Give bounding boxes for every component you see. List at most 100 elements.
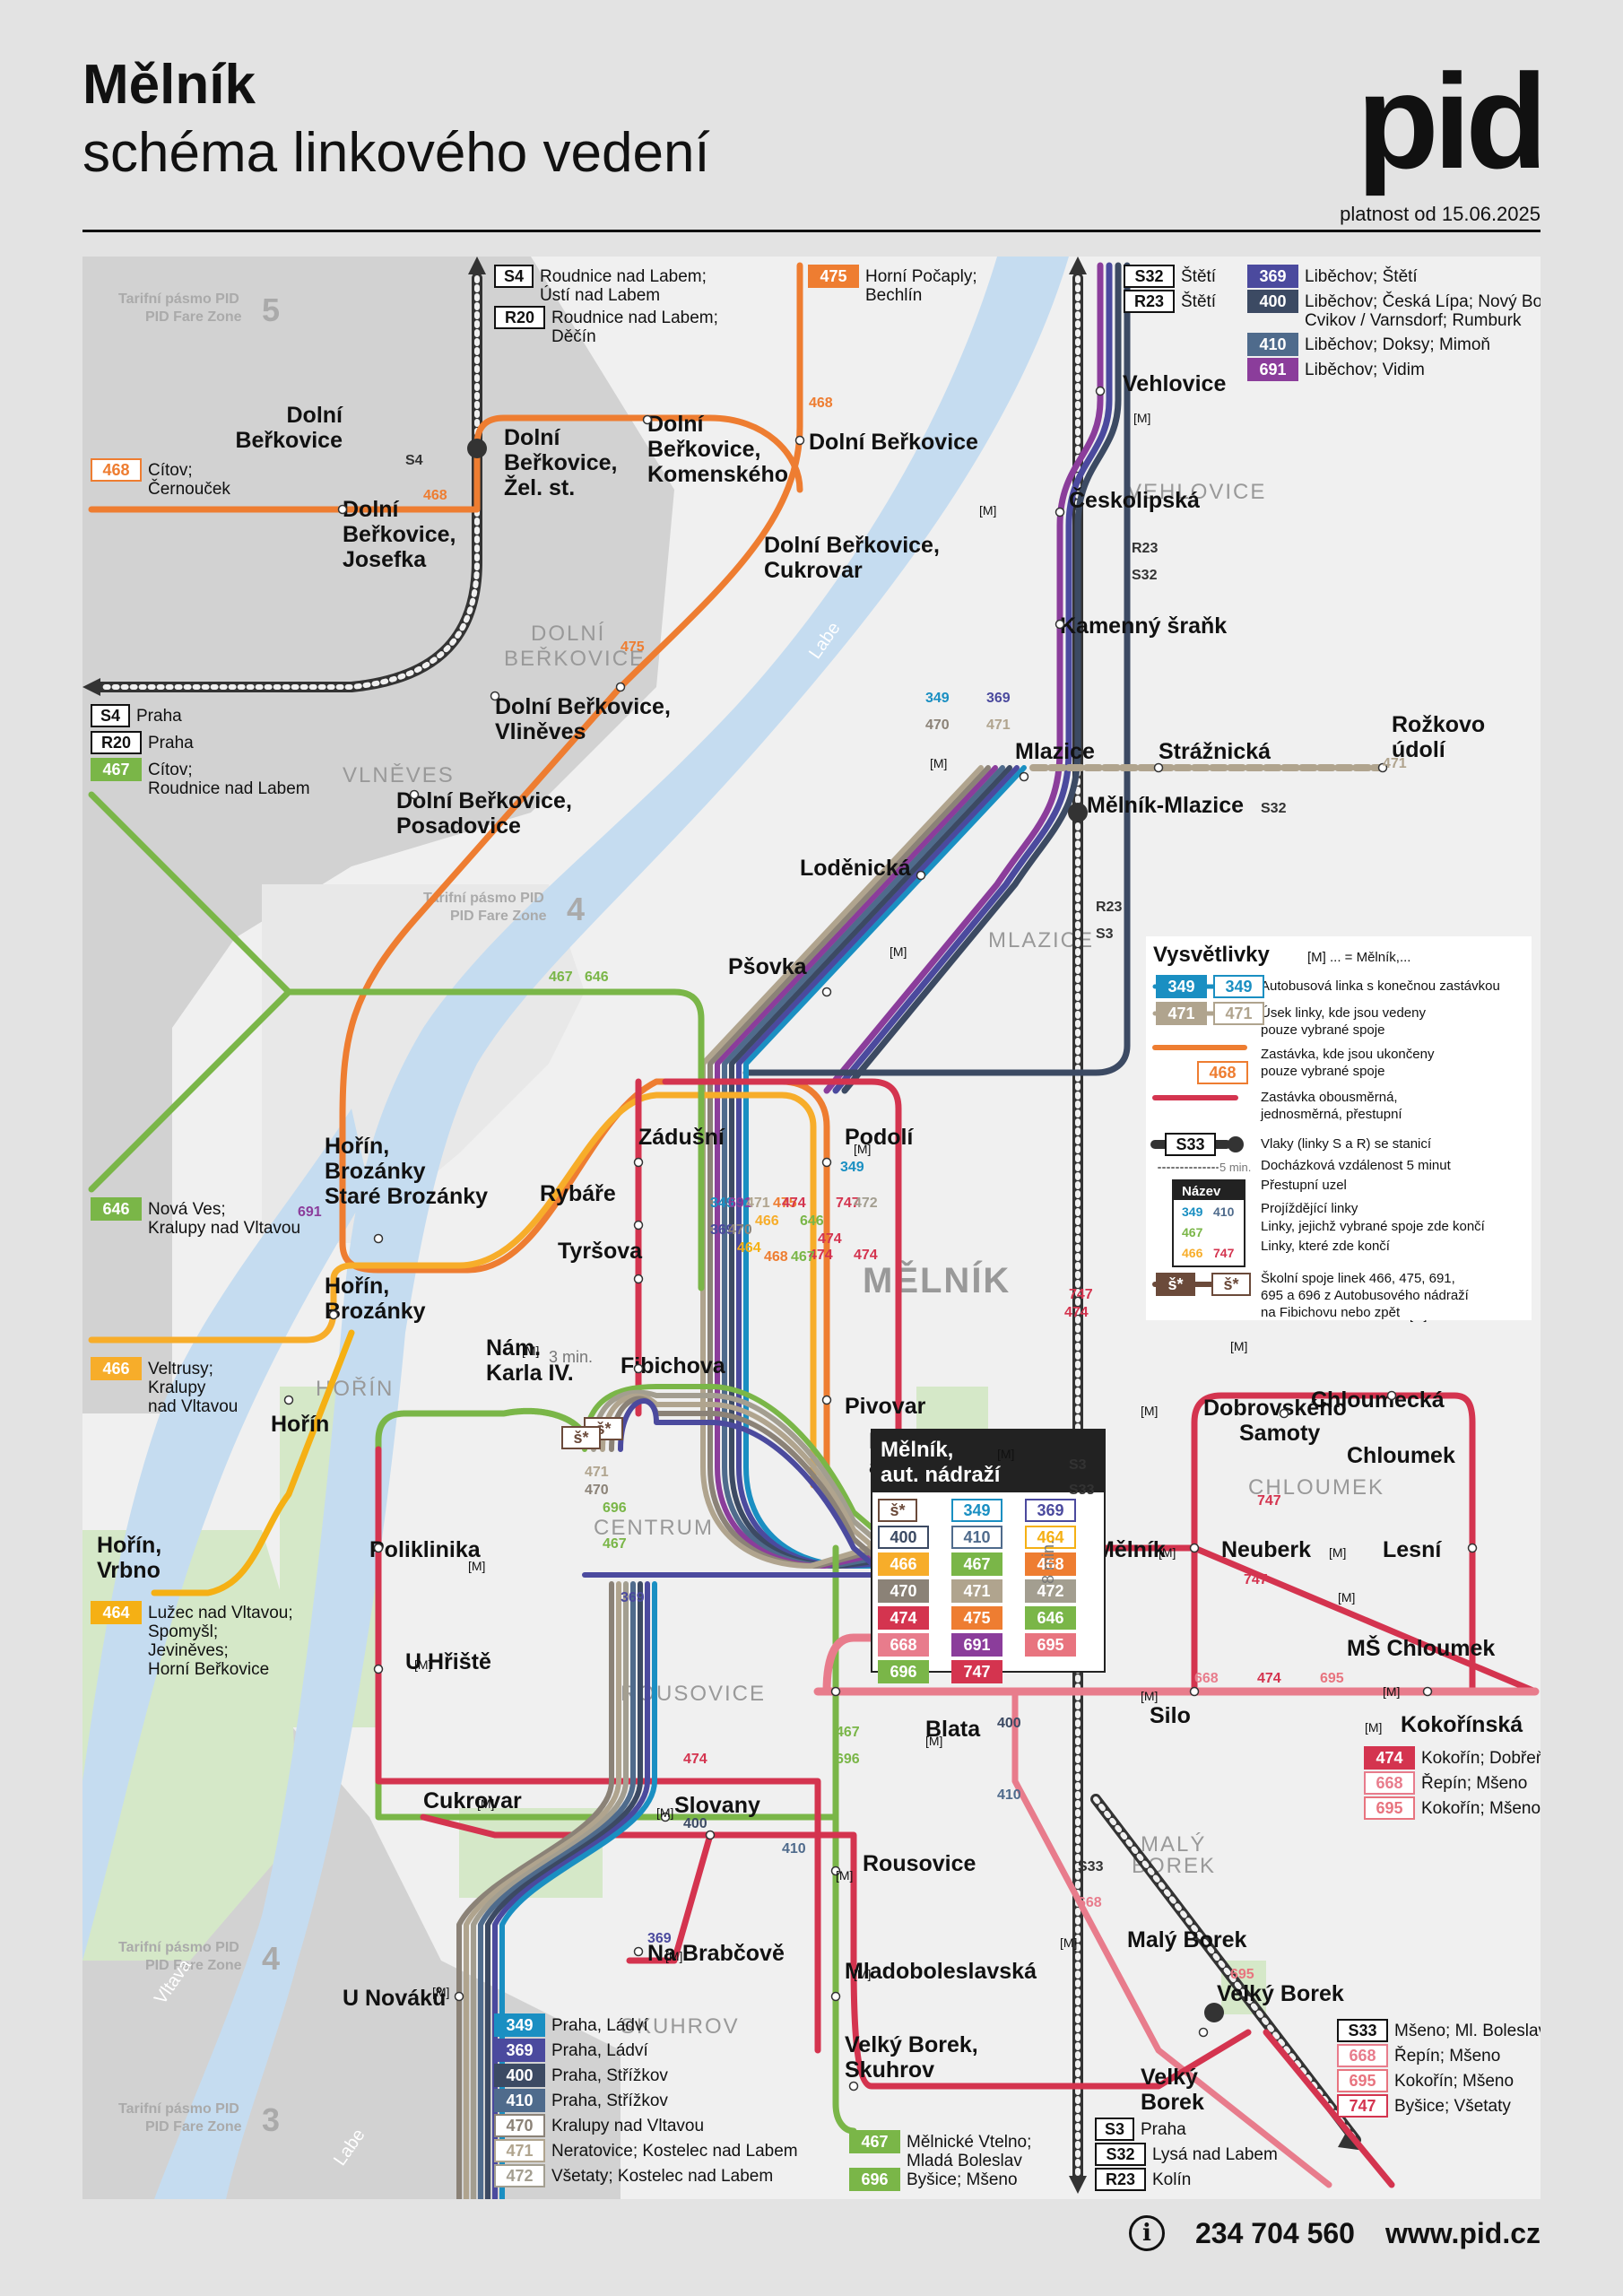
bus-corridor-south	[499, 1581, 657, 2202]
stop-label: Velký Borek	[1217, 1981, 1344, 2006]
rail-station-marker	[467, 439, 487, 458]
destination-text: Praha	[148, 734, 194, 752]
destination-text: Lysá nad Labem	[1152, 2145, 1278, 2164]
legend-note: [M] ... = Mělník,...	[1307, 950, 1410, 965]
destination-text: Jeviněves;	[148, 1641, 229, 1660]
destination-text: Liběchov; Česká Lípa; Nový Bor;	[1305, 291, 1541, 311]
stop-label: Blata	[925, 1717, 981, 1742]
bus-line-400	[742, 262, 1131, 1076]
district-label: BEŘKOVICE	[504, 647, 646, 671]
bus-corridor-south	[485, 1581, 643, 2202]
inline-line-label: S3	[1096, 926, 1114, 942]
stop-label: Dobrovského	[1203, 1396, 1347, 1421]
stop-label: údolí	[1392, 737, 1446, 762]
destination-badge	[1337, 2094, 1388, 2118]
hub-line-badge	[951, 1633, 1002, 1657]
inline-line-label: 696	[603, 1500, 627, 1516]
stop-marker	[1377, 762, 1388, 773]
destination-text: Roudnice nad Labem;	[551, 309, 718, 327]
destination-badge	[494, 2139, 545, 2162]
stop-marker	[633, 1220, 644, 1231]
stop-marker	[633, 1274, 644, 1284]
hub-line-badge	[1025, 1606, 1076, 1630]
destination-badge	[808, 265, 859, 288]
inline-line-label: S3	[1069, 1457, 1087, 1473]
municipality-prefix: [M]	[665, 1949, 682, 1963]
inline-line-label: 369	[710, 1222, 734, 1238]
legend-sample-station	[1228, 1136, 1244, 1152]
destination-badge	[494, 2114, 545, 2137]
inline-line-label: 467	[549, 970, 573, 985]
destination-badge-text: 475	[820, 267, 846, 285]
stop-marker	[1055, 619, 1065, 630]
inline-line-label: S32	[1132, 568, 1158, 583]
legend-item-text: Docházková vzdálenost 5 minut	[1261, 1158, 1452, 1173]
page-subtitle: schéma linkového vedení	[82, 122, 710, 184]
hub-line-badge-text: 466	[890, 1555, 916, 1573]
hub-line-badge	[878, 1552, 929, 1576]
destination-badge	[1247, 358, 1298, 381]
destination-badge	[1095, 2118, 1134, 2141]
railway-s33-gap	[1093, 1796, 1358, 2143]
stop-label: Karla IV.	[486, 1361, 574, 1386]
hub-line-badge	[1025, 1579, 1076, 1603]
stop-label: Dolní Beřkovice	[809, 430, 978, 455]
hub-line-badge	[951, 1606, 1002, 1630]
stop-marker	[1019, 771, 1029, 782]
legend-item-text: Vlaky (linky S a R) se stanicí	[1261, 1136, 1432, 1152]
destination-badge-text: 349	[506, 2016, 533, 2034]
stop-marker	[633, 1363, 644, 1374]
stop-label: Cukrovar	[764, 558, 863, 583]
destination-badge-text: 472	[506, 2167, 533, 2185]
inline-line-label: 410	[782, 1841, 806, 1857]
inline-line-label: 467	[603, 1536, 627, 1552]
contact-web[interactable]: www.pid.cz	[1384, 2216, 1541, 2249]
stop-label: Lesní	[1383, 1537, 1442, 1562]
destination-badge	[1247, 333, 1298, 356]
bus-line-747-borek	[1263, 2029, 1395, 2188]
stop-marker	[373, 1664, 384, 1674]
bus-corridor-north	[823, 262, 1104, 1094]
destination-text: Kokořín; Mšeno	[1394, 2072, 1514, 2091]
hub-title: aut. nádraží	[881, 1463, 1002, 1487]
municipality-prefix: [M]	[432, 1985, 449, 1999]
hub-line-badge	[878, 1660, 929, 1683]
destination-badge	[1247, 290, 1298, 313]
destination-text: Cítov;	[148, 761, 193, 779]
stop-label: Strážnická	[1159, 739, 1271, 764]
rail-arrow	[468, 257, 486, 274]
destination-text: Všetaty; Kostelec nad Labem	[551, 2167, 773, 2186]
stop-label: Beřkovice,	[504, 450, 617, 475]
stop-marker	[328, 1309, 339, 1320]
destination-badge-text: 646	[102, 1200, 129, 1218]
stop-label: Vrbno	[97, 1558, 161, 1583]
destination-badge-text: 695	[1376, 1799, 1402, 1817]
inline-line-label: 369	[621, 1590, 645, 1605]
inline-line-label: 349	[840, 1160, 864, 1175]
hub-line-badge-text: 691	[963, 1636, 990, 1654]
stop-label: Komenského	[647, 462, 788, 487]
hub-line-badge	[1025, 1526, 1076, 1549]
destination-badge-text: 369	[1259, 267, 1286, 285]
legend-sample-badge-text: 349	[1225, 978, 1252, 996]
stop-marker	[1095, 386, 1106, 396]
bus-centre-loop	[600, 1393, 919, 1587]
inline-line-label: S4	[405, 453, 423, 468]
stop-marker	[830, 1866, 841, 1876]
municipality-prefix: [M]	[1230, 1339, 1247, 1353]
district-label: VEHLOVICE	[1127, 480, 1266, 504]
stop-label: Mělník-Mlazice	[1087, 793, 1244, 818]
destination-badge-text: 474	[1376, 1749, 1402, 1767]
legend-item-text: na Fibichovu nebo zpět	[1261, 1305, 1401, 1320]
legend-item-text: Autobusová linka s konečnou zastávkou	[1261, 978, 1500, 994]
destination-badge	[91, 758, 142, 781]
rail-arrow	[82, 678, 100, 696]
municipality-prefix: [M]	[1133, 411, 1150, 425]
inline-line-label: S32	[1261, 801, 1287, 816]
destination-badge	[1337, 2019, 1388, 2042]
stop-label: Brozánky	[325, 1299, 426, 1324]
destination-text: Cítov;	[148, 461, 193, 480]
legend-sample-hub-line: 349	[1182, 1205, 1203, 1219]
river-labe	[154, 257, 1069, 2199]
stop-label: Beřkovice	[235, 428, 343, 453]
